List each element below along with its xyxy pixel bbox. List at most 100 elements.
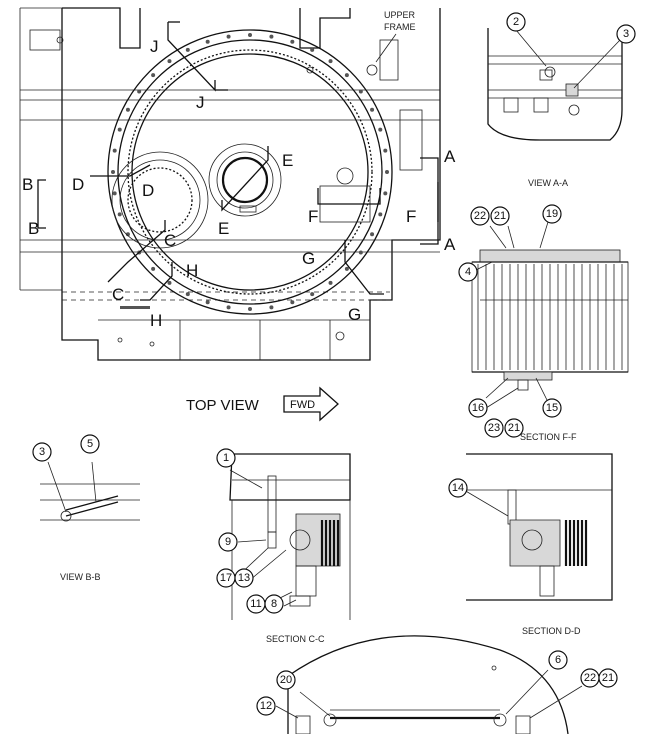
svg-text:6: 6 xyxy=(555,654,561,666)
section-letter-b2: B xyxy=(28,219,39,238)
bolt-hole xyxy=(151,73,156,78)
bolt-hole xyxy=(111,170,115,174)
fwd-label: FWD xyxy=(290,399,315,411)
callout-cc-9: 9 xyxy=(218,532,238,552)
svg-text:16: 16 xyxy=(472,402,484,414)
svg-text:23: 23 xyxy=(488,422,500,434)
upper-frame-label: UPPER FRAME xyxy=(375,10,416,63)
callout-ff-21a: 21 xyxy=(490,206,510,226)
view-aa xyxy=(487,28,623,141)
bolt-hole xyxy=(226,305,231,310)
swing-drive-center xyxy=(208,143,282,217)
section-letter-j1: J xyxy=(150,37,159,56)
callout-bt-12: 12 xyxy=(256,696,276,716)
svg-text:1: 1 xyxy=(223,452,229,464)
section-ff xyxy=(471,221,629,409)
bolt-hole xyxy=(117,212,122,217)
callout-ff-22: 22 xyxy=(470,206,490,226)
bolt-hole xyxy=(310,47,315,52)
swing-drive-left xyxy=(111,151,209,249)
top-view-title: TOP VIEW xyxy=(186,397,260,414)
section-cut-lines xyxy=(37,21,439,301)
section-letter-c2: C xyxy=(112,285,124,304)
svg-text:20: 20 xyxy=(280,674,292,686)
svg-text:19: 19 xyxy=(546,208,558,220)
svg-text:11: 11 xyxy=(250,598,261,610)
callout-cc-8: 8 xyxy=(264,594,284,614)
bolt-hole xyxy=(112,191,117,196)
bolt-hole xyxy=(385,170,389,174)
top-view-frame xyxy=(19,7,441,361)
svg-text:21: 21 xyxy=(508,422,520,434)
callout-bt-6: 6 xyxy=(548,650,568,670)
bolt-hole xyxy=(185,292,190,297)
callout-ff-21b: 21 xyxy=(504,418,524,438)
bolt-hole xyxy=(205,300,210,305)
svg-text:21: 21 xyxy=(602,672,614,684)
section-letters: J J A A B B D D E E F F C C G G H H xyxy=(22,37,456,330)
callout-bt-20: 20 xyxy=(276,670,296,690)
section-dd-teeth xyxy=(564,520,588,566)
callout-cc-11: 11 xyxy=(246,594,266,614)
bolt-hole xyxy=(205,39,210,44)
section-letter-d2: D xyxy=(142,181,154,200)
callout-cc-17: 17 xyxy=(216,568,236,588)
bolt-hole xyxy=(378,127,383,132)
bolt-hole xyxy=(358,89,363,94)
svg-text:13: 13 xyxy=(238,572,250,584)
callout-dd-14: 14 xyxy=(448,478,468,498)
section-cc-title: SECTION C-C xyxy=(266,634,325,644)
bolt-hole xyxy=(383,191,388,196)
callout-bb-5: 5 xyxy=(80,434,100,454)
svg-text:14: 14 xyxy=(452,482,464,494)
callout-bb-3: 3 xyxy=(32,442,52,462)
bolt-hole xyxy=(185,47,190,52)
section-letter-a2: A xyxy=(444,235,456,254)
bolt-hole xyxy=(290,300,295,305)
bearing-bolt-holes xyxy=(111,33,389,311)
svg-text:15: 15 xyxy=(546,402,558,414)
svg-text:8: 8 xyxy=(271,598,277,610)
callout-cc-1: 1 xyxy=(216,448,236,468)
bolt-hole xyxy=(167,280,172,285)
svg-text:2: 2 xyxy=(513,16,519,28)
callout-ff-23: 23 xyxy=(484,418,504,438)
bolt-hole xyxy=(344,266,349,271)
swing-bearing-ring xyxy=(107,29,393,315)
section-letter-h1: H xyxy=(186,261,198,280)
bolt-hole xyxy=(269,34,274,39)
svg-text:22: 22 xyxy=(584,672,596,684)
bolt-hole xyxy=(290,39,295,44)
svg-text:5: 5 xyxy=(87,438,93,450)
bolt-hole xyxy=(383,148,388,153)
section-letter-e1: E xyxy=(282,151,293,170)
section-ff-title: SECTION F-F xyxy=(520,432,577,442)
svg-text:21: 21 xyxy=(494,210,506,222)
callout-bt-22: 22 xyxy=(580,668,600,688)
callout-cc-13: 13 xyxy=(234,568,254,588)
callout-ff-15: 15 xyxy=(542,398,562,418)
view-bb xyxy=(40,461,140,522)
bolt-hole xyxy=(248,307,252,311)
callout-aa-3: 3 xyxy=(616,24,636,44)
section-letter-c1: C xyxy=(164,231,176,250)
section-letter-b1: B xyxy=(22,175,33,194)
bolt-hole xyxy=(310,292,315,297)
bolt-hole xyxy=(328,280,333,285)
callout-bt-21: 21 xyxy=(598,668,618,688)
svg-text:17: 17 xyxy=(220,572,232,584)
bolt-hole xyxy=(151,266,156,271)
bolt-hole xyxy=(358,250,363,255)
svg-text:3: 3 xyxy=(623,28,629,40)
section-letter-e2: E xyxy=(218,219,229,238)
section-letter-d1: D xyxy=(72,175,84,194)
upper-frame-label-line2: FRAME xyxy=(384,22,416,32)
svg-text:9: 9 xyxy=(225,536,231,548)
view-aa-title: VIEW A-A xyxy=(528,178,568,188)
fwd-arrow: FWD xyxy=(283,386,339,422)
callout-ff-4: 4 xyxy=(458,262,478,282)
bolt-hole xyxy=(344,73,349,78)
svg-text:12: 12 xyxy=(260,700,272,712)
callout-ff-19: 19 xyxy=(542,204,562,224)
